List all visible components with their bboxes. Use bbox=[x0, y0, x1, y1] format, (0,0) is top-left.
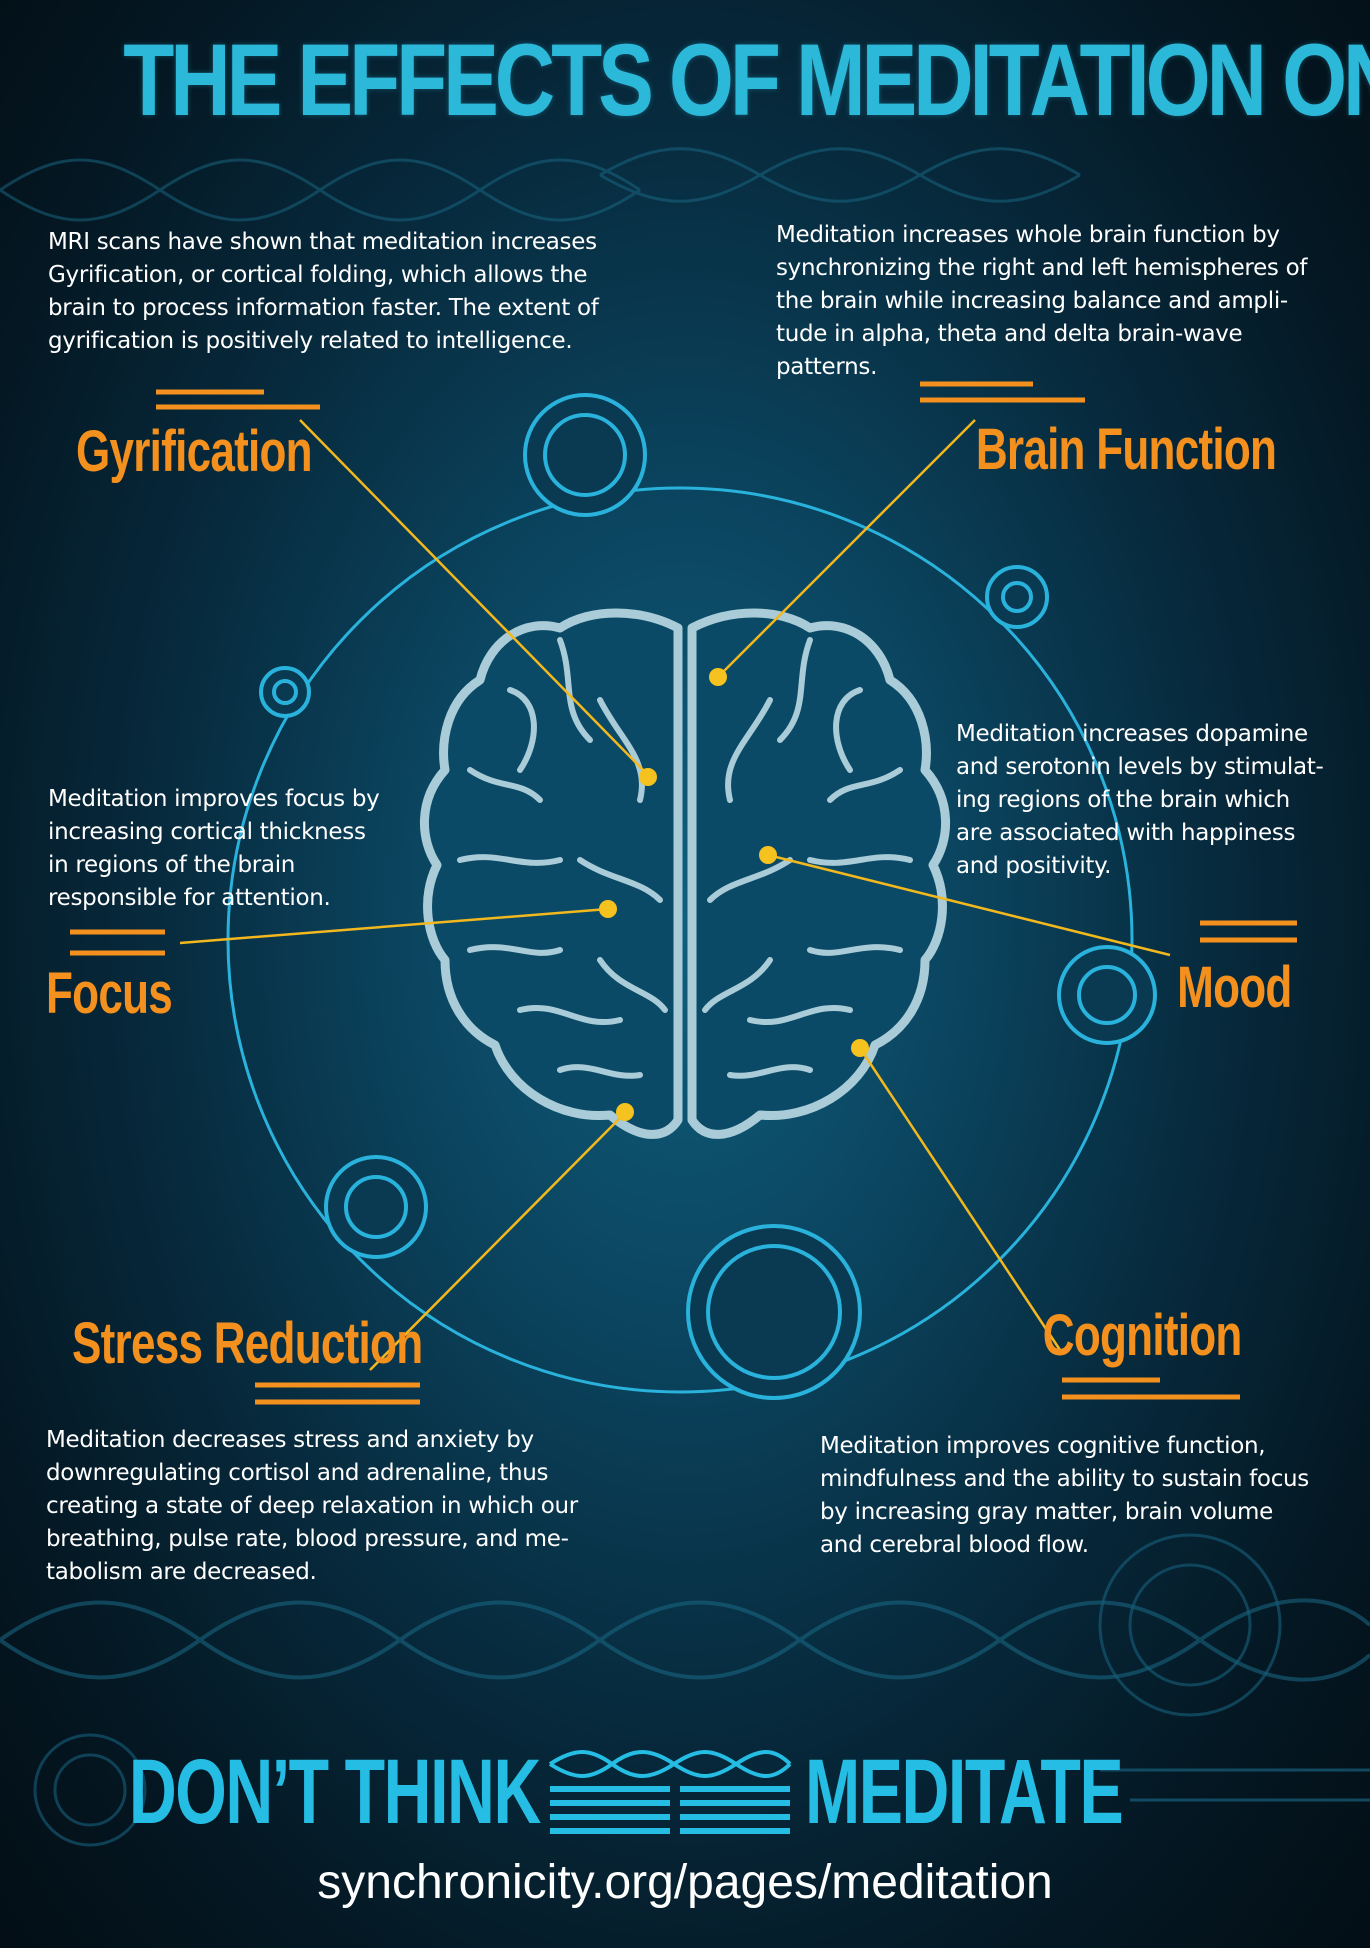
text-line: Meditation improves cognitive function, bbox=[820, 1433, 1266, 1459]
text-line: increasing cortical thickness bbox=[48, 819, 366, 845]
mood-description: Meditation increases dopamine and seroto… bbox=[956, 718, 1356, 883]
text-line: breathing, pulse rate, blood pressure, a… bbox=[46, 1526, 569, 1552]
page-title: THE EFFECTS OF MEDITATION ON THE BRAIN bbox=[123, 23, 1370, 137]
text-line: Gyrification, or cortical folding, which… bbox=[48, 262, 588, 288]
text-line: Meditation increases whole brain functio… bbox=[776, 222, 1280, 248]
focus-heading: Focus bbox=[46, 961, 173, 1026]
ring-icon bbox=[259, 393, 1157, 1400]
dna-helix-icon bbox=[0, 1598, 1370, 1682]
text-line: and positivity. bbox=[956, 853, 1112, 879]
text-line: tude in alpha, theta and delta brain-wav… bbox=[776, 321, 1243, 347]
text-line: and cerebral blood flow. bbox=[820, 1532, 1089, 1558]
mood-heading: Mood bbox=[1177, 955, 1293, 1020]
source-url: synchronicity.org/pages/meditation bbox=[317, 1856, 1053, 1909]
brain-icon bbox=[419, 608, 951, 1139]
cognition-heading: Cognition bbox=[1043, 1303, 1243, 1368]
stress-reduction-heading: Stress Reduction bbox=[72, 1311, 423, 1376]
stress-reduction-description: Meditation decreases stress and anxiety … bbox=[46, 1424, 666, 1589]
text-line: mindfulness and the ability to sustain f… bbox=[820, 1466, 1309, 1492]
text-line: patterns. bbox=[776, 354, 878, 380]
text-line: tabolism are decreased. bbox=[46, 1559, 317, 1585]
text-line: ing regions of the brain which bbox=[956, 787, 1290, 813]
text-line: Meditation decreases stress and anxiety … bbox=[46, 1427, 534, 1453]
text-line: the brain while increasing balance and a… bbox=[776, 288, 1288, 314]
brain-function-heading: Brain Function bbox=[975, 417, 1277, 482]
text-line: and serotonin levels by stimulat- bbox=[956, 754, 1324, 780]
text-line: responsible for attention. bbox=[48, 885, 331, 911]
text-line: by increasing gray matter, brain volume bbox=[820, 1499, 1273, 1525]
dot-marker-icon bbox=[599, 668, 869, 1121]
dna-helix-icon bbox=[548, 1750, 792, 1778]
decor-lines bbox=[1100, 1768, 1370, 1802]
text-line: Meditation increases dopamine bbox=[956, 721, 1308, 747]
text-line: brain to process information faster. The… bbox=[48, 295, 599, 321]
gyrification-description: MRI scans have shown that meditation inc… bbox=[48, 226, 648, 358]
text-line: in regions of the brain bbox=[48, 852, 296, 878]
ring-icon bbox=[33, 1533, 1282, 1847]
heading-underlines bbox=[70, 381, 1297, 1405]
focus-description: Meditation improves focus by increasing … bbox=[48, 783, 468, 915]
slogan-bars bbox=[550, 1786, 790, 1834]
text-line: are associated with happiness bbox=[956, 820, 1296, 846]
text-line: synchronizing the right and left hemisph… bbox=[776, 255, 1308, 281]
brain-function-description: Meditation increases whole brain functio… bbox=[776, 219, 1356, 384]
text-line: Meditation improves focus by bbox=[48, 786, 380, 812]
cognition-description: Meditation improves cognitive function, … bbox=[820, 1430, 1360, 1562]
slogan-right: MEDITATE bbox=[805, 1741, 1124, 1843]
dna-helix-icon bbox=[0, 147, 1081, 222]
text-line: downregulating cortisol and adrenaline, … bbox=[46, 1460, 549, 1486]
text-line: MRI scans have shown that meditation inc… bbox=[48, 229, 597, 255]
text-line: gyrification is positively related to in… bbox=[48, 328, 573, 354]
slogan-left: DON’T THINK bbox=[128, 1741, 541, 1843]
leader-lines bbox=[179, 419, 1171, 1371]
text-line: creating a state of deep relaxation in w… bbox=[46, 1493, 578, 1519]
gyrification-heading: Gyrification bbox=[76, 419, 313, 484]
brain-folds bbox=[457, 637, 913, 1079]
